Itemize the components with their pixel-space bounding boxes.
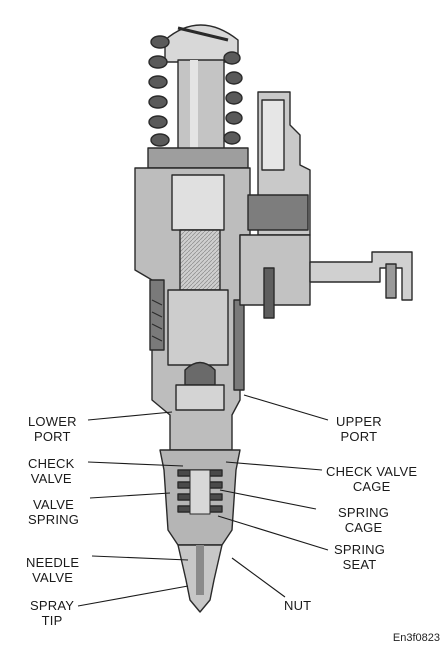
injector-drawing bbox=[134, 24, 413, 613]
leader-valve-spring bbox=[89, 492, 171, 499]
figure-id: En3f0823 bbox=[392, 632, 440, 644]
leader-upper-port bbox=[243, 394, 329, 421]
leader-spring-seat bbox=[217, 515, 329, 551]
leader-lines bbox=[77, 394, 329, 607]
leader-check-valve-cage bbox=[225, 461, 323, 471]
leader-check-valve bbox=[87, 461, 184, 467]
label-nut: NUT bbox=[284, 598, 312, 613]
leader-nut bbox=[231, 557, 286, 598]
leader-needle-valve bbox=[91, 555, 189, 561]
leader-lower-port bbox=[87, 411, 173, 421]
leader-spring-cage bbox=[219, 489, 317, 510]
plunger-follower bbox=[164, 24, 239, 63]
follower-spring bbox=[148, 35, 243, 147]
leader-spray-tip bbox=[77, 585, 189, 607]
control-lever bbox=[309, 251, 413, 301]
